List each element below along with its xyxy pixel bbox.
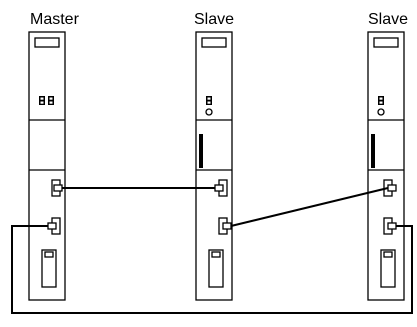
master-slot xyxy=(41,249,57,288)
slave-1-led-icon xyxy=(205,108,213,116)
slave-1-module xyxy=(195,31,233,301)
slave-2-led-icon xyxy=(377,108,385,116)
slave-1-slot-tab xyxy=(211,251,221,258)
master-slot-tab xyxy=(44,251,54,258)
slave-2-status-display xyxy=(377,96,385,116)
master-top-label-plate xyxy=(34,37,60,48)
slave-1-status-display xyxy=(205,96,213,116)
cable-ring-return xyxy=(11,225,413,314)
master-status-display xyxy=(39,96,54,105)
master-port-1 xyxy=(51,179,63,197)
slave-2-slot xyxy=(380,249,396,288)
master-label: Master xyxy=(30,11,80,28)
slave-1-dark-panel xyxy=(199,134,203,168)
cable-slave-1-to-slave-2 xyxy=(230,187,389,227)
slave-1-slot xyxy=(208,249,224,288)
slave-2-top-label-plate xyxy=(373,37,399,48)
slave-2-label: Slave xyxy=(368,11,408,28)
slave-2-dark-panel xyxy=(371,134,375,168)
slave-1-top-label-plate xyxy=(201,37,227,48)
slave-2-slot-tab xyxy=(383,251,393,258)
slave-1-label: Slave xyxy=(194,11,234,28)
slave-2-module xyxy=(367,31,405,301)
master-module xyxy=(28,31,66,301)
